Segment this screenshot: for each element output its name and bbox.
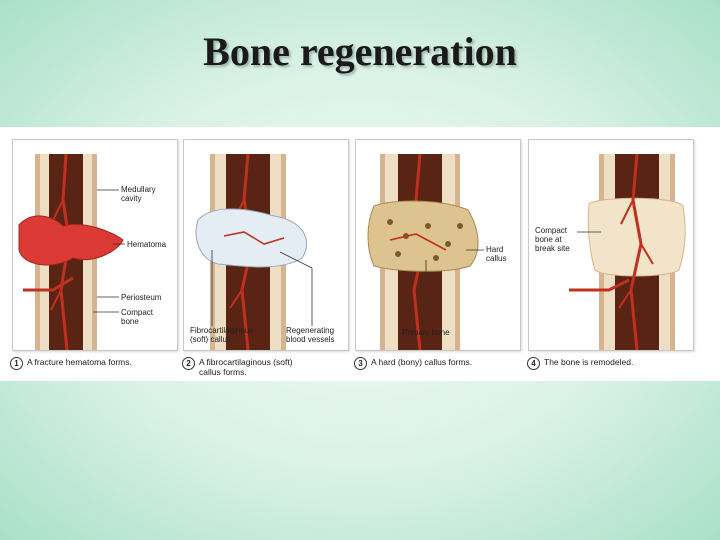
panel-hard-callus: Hard callus Primary bone [355,139,521,351]
step-number: 4 [527,357,540,370]
step-text: A fracture hematoma forms. [27,357,132,367]
step-text: A fibrocartilaginous (soft) callus forms… [199,357,293,377]
label-medullary-cavity: Medullary cavity [121,185,156,203]
label-hard-callus: Hard callus [486,245,507,263]
label-fibrocartilaginous-callus: Fibrocartilaginous (soft) callus [190,326,254,344]
bone-illustration-2 [195,153,313,350]
label-regenerating-vessels: Regenerating blood vessels [286,326,335,344]
panel-remodeled: Compact bone at break site [528,139,694,351]
step-text: The bone is remodeled. [544,357,634,367]
step-number: 1 [10,357,23,370]
slide-title: Bone regeneration [203,29,517,74]
label-compact-bone-break-site: Compact bone at break site [535,226,570,253]
bone-illustration-1 [18,153,125,350]
step-caption-3: 3 A hard (bony) callus forms. [354,357,472,370]
step-caption-1: 1 A fracture hematoma forms. [10,357,132,370]
panel-soft-callus: Fibrocartilaginous (soft) callus Regener… [183,139,349,351]
label-hematoma: Hematoma [127,240,167,249]
step-caption-4: 4 The bone is remodeled. [527,357,633,370]
step-text: A hard (bony) callus forms. [371,357,473,367]
bone-illustration-4 [569,153,686,350]
bone-regeneration-figure: Medullary cavity Hematoma Periosteum Com… [0,127,720,381]
label-primary-bone: Primary bone [402,328,450,337]
label-compact-bone: Compact bone [121,308,154,326]
step-number: 3 [354,357,367,370]
label-periosteum: Periosteum [121,293,162,302]
step-number: 2 [182,357,195,370]
bone-illustration-3 [367,153,484,350]
panel-hematoma: Medullary cavity Hematoma Periosteum Com… [12,139,178,351]
step-caption-2: 2 A fibrocartilaginous (soft) callus for… [182,357,293,377]
